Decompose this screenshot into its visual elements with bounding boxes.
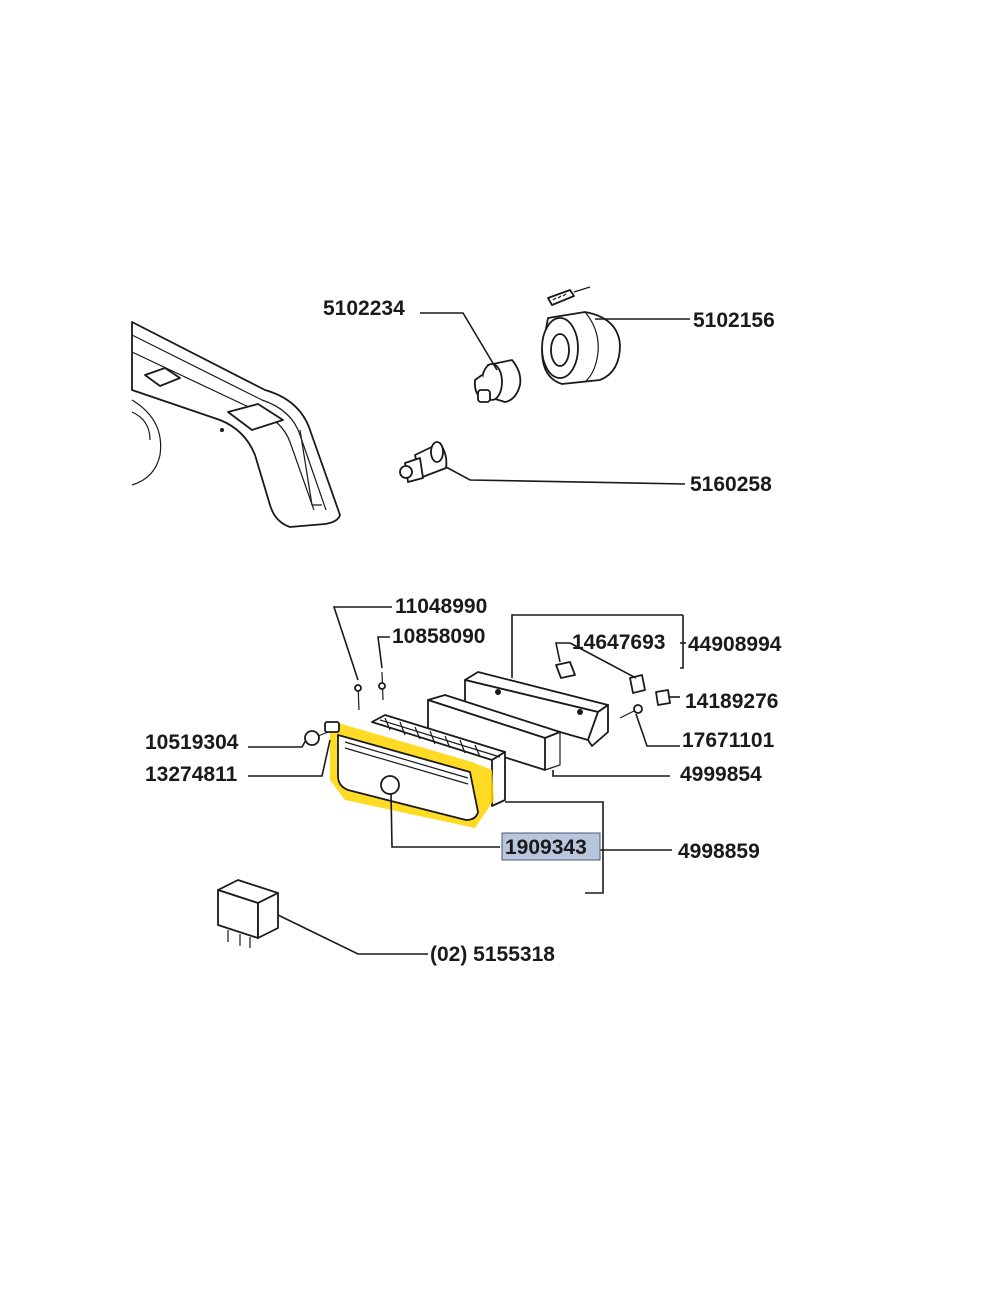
screw-17671101-illustration — [619, 704, 643, 719]
selected-part-label-bg — [501, 832, 601, 861]
bulb-5160258-illustration — [399, 441, 448, 483]
fuse-box-cover-highlighted[interactable] — [330, 722, 494, 828]
label-5155318[interactable]: (02) 5155318 — [430, 943, 555, 966]
bulb-socket-5102234-illustration — [473, 359, 522, 403]
label-14647693[interactable]: 14647693 — [572, 631, 665, 654]
clip-14647693-illustration — [555, 661, 646, 694]
label-10858090[interactable]: 10858090 — [392, 625, 485, 648]
label-5102156[interactable]: 5102156 — [693, 309, 775, 332]
relay-illustration — [217, 879, 279, 948]
screw-10858090-illustration — [378, 671, 386, 701]
screw-11048990-illustration — [354, 684, 362, 711]
label-4998859[interactable]: 4998859 — [678, 840, 760, 863]
label-17671101[interactable]: 17671101 — [682, 729, 775, 752]
lamp-holder-5102156-illustration — [541, 286, 621, 385]
label-11048990[interactable]: 11048990 — [395, 595, 487, 618]
label-5160258[interactable]: 5160258 — [690, 473, 772, 496]
label-4999854[interactable]: 4999854 — [680, 763, 762, 786]
label-10519304[interactable]: 10519304 — [145, 731, 239, 754]
leader-lines — [248, 312, 690, 955]
bracket-illustration — [464, 671, 609, 747]
label-44908994[interactable]: 44908994 — [688, 633, 782, 656]
label-13274811[interactable]: 13274811 — [145, 763, 238, 786]
lamp-housing-illustration — [131, 321, 341, 528]
label-14189276[interactable]: 14189276 — [685, 690, 778, 713]
nut-10519304-illustration — [304, 721, 340, 746]
fuse-block-illustration — [371, 714, 506, 807]
fuse-board-illustration — [427, 694, 561, 771]
clip-14189276-illustration — [655, 689, 671, 706]
label-5102234[interactable]: 5102234 — [323, 297, 405, 320]
label-1909343-selected[interactable]: 1909343 — [505, 836, 587, 859]
